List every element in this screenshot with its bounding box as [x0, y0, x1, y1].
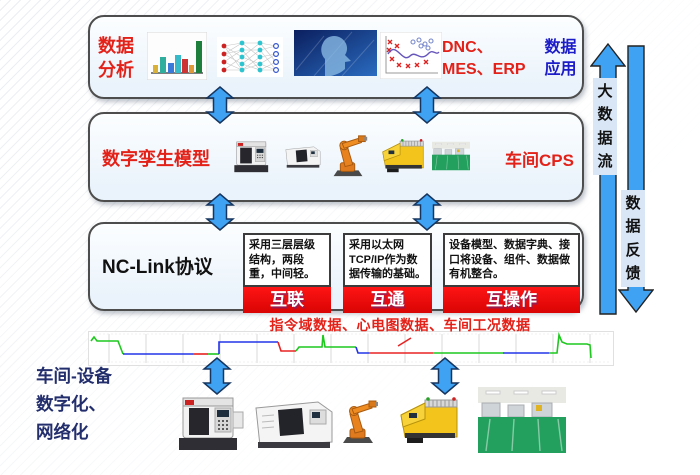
- cnc-mill-icon: [179, 397, 244, 450]
- bar-chart-icon: [147, 32, 207, 80]
- layer3-title: NC-Link协议: [102, 257, 213, 278]
- big-data-flow-label: 大数据流: [593, 78, 617, 175]
- cnc-lathe-icon: [285, 146, 321, 168]
- robot-arm-icon: [343, 400, 378, 443]
- layer2-title: 数字孪生模型: [102, 149, 210, 169]
- double-arrow-icon: [412, 193, 442, 231]
- workshop-photo-icon: [478, 387, 566, 453]
- workshop-photo-icon: [432, 141, 470, 171]
- protocol-card-intercommunicate: 采用以太网TCP/IP作为数据传输的基础。 互通: [343, 233, 432, 313]
- card-banner: 互联: [243, 287, 331, 313]
- card-banner: 互通: [343, 287, 432, 313]
- card-desc: 采用三层层级结构，两段重，中间轻。: [243, 233, 331, 287]
- cnc-lathe-icon: [255, 401, 333, 448]
- robot-arm-icon: [333, 135, 368, 177]
- double-arrow-icon: [205, 193, 235, 231]
- workshop-level-label: 车间-设备 数字化、 网络化: [36, 366, 112, 442]
- card-banner: 互操作: [443, 287, 580, 313]
- down-arrow-icon: [618, 45, 654, 313]
- data-feedback-label: 数据反馈: [621, 190, 645, 287]
- double-arrow-icon: [412, 86, 442, 124]
- apps-blue-label: 数据应用: [544, 39, 577, 79]
- layer1-title: 数据分析: [98, 36, 134, 81]
- protocol-card-interconnect: 采用三层层级结构，两段重，中间轻。 互联: [243, 233, 331, 313]
- card-desc: 设备模型、数据字典、接口将设备、组件、数据做有机整合。: [443, 233, 580, 287]
- agv-vehicle-icon: [400, 397, 458, 443]
- up-arrow-icon: [590, 43, 626, 315]
- agv-vehicle-icon: [382, 139, 424, 173]
- protocol-card-interoperate: 设备模型、数据字典、接口将设备、组件、数据做有机整合。 互操作: [443, 233, 580, 313]
- card-desc: 采用以太网TCP/IP作为数据传输的基础。: [343, 233, 432, 287]
- face-recognition-icon: [294, 30, 377, 76]
- double-arrow-icon: [202, 357, 232, 395]
- apps-red-label: DNC、MES、ERP: [442, 39, 526, 79]
- layer-digital-twin-panel: 数字孪生模型: [88, 112, 584, 202]
- data-application-text: DNC、MES、ERP 数据应用: [442, 37, 578, 82]
- data-types-caption: 指令域数据、心电图数据、车间工况数据: [269, 317, 531, 333]
- layer-data-analysis-panel: 数据分析: [88, 15, 584, 99]
- double-arrow-icon: [430, 357, 460, 395]
- neural-network-icon: [217, 37, 283, 77]
- layer2-right-label: 车间CPS: [505, 151, 574, 170]
- double-arrow-icon: [205, 86, 235, 124]
- cnc-mill-icon: [234, 141, 269, 173]
- scatter-plot-icon: [380, 32, 442, 79]
- signal-waveform-chart: [88, 331, 614, 366]
